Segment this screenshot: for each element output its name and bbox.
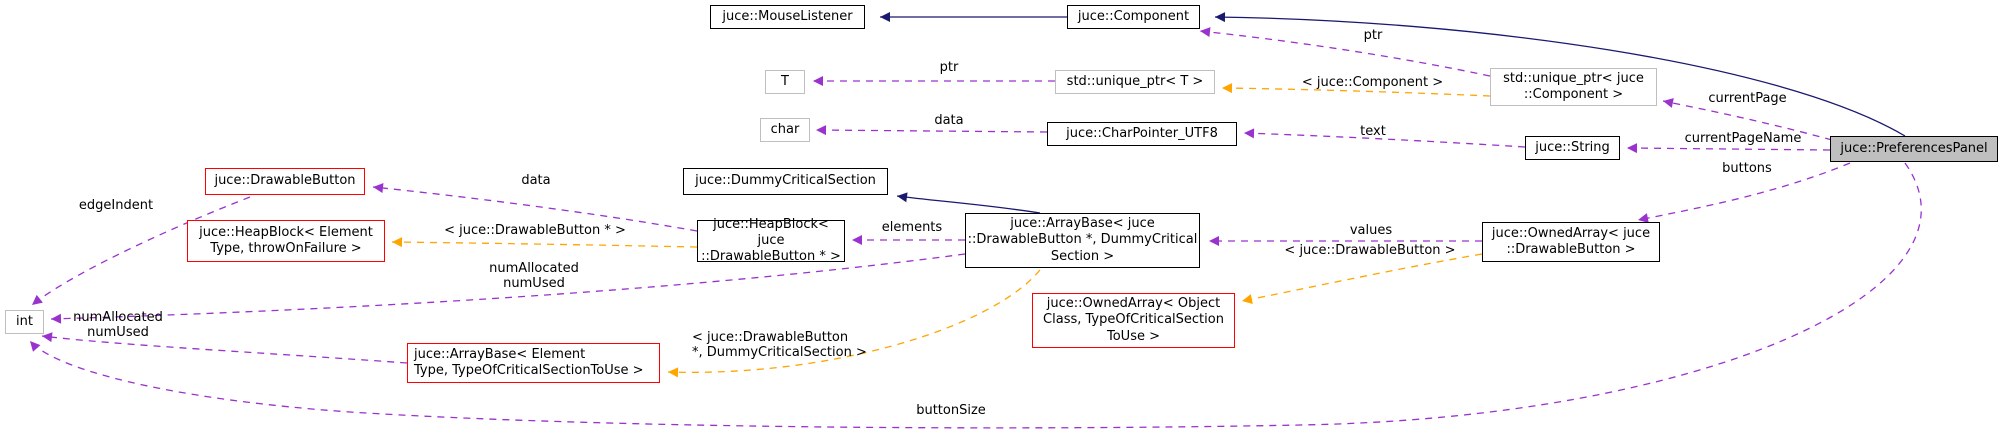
- edge-member-edgeindent-int: [31, 196, 251, 306]
- edge-inherit-arraybase-dummycriticalsection: [896, 192, 1041, 214]
- edge-member-buttonsize-int: [29, 162, 1922, 429]
- label-data-drawablebutton: data: [521, 173, 551, 188]
- edge-member-numallocated-int-mid: [50, 253, 966, 324]
- node-heapblock-elementtype[interactable]: juce::HeapBlock< Element Type, throwOnFa…: [187, 220, 385, 262]
- edge-template-ownedarray: [1241, 253, 1483, 304]
- label-buttons: buttons: [1722, 161, 1772, 176]
- edge-template-uniqueptr-component: [1221, 83, 1491, 97]
- node-unique-ptr-component[interactable]: std::unique_ptr< juce ::Component >: [1490, 68, 1657, 106]
- node-t[interactable]: T: [765, 70, 805, 94]
- label-currentpagename: currentPageName: [1684, 131, 1802, 146]
- label-ptr-mid: ptr: [939, 60, 959, 75]
- node-heapblock-drawablebutton[interactable]: juce::HeapBlock< juce ::DrawableButton *…: [697, 217, 845, 264]
- label-elements: elements: [881, 220, 943, 235]
- edge-member-data-char: [815, 125, 1048, 136]
- node-unique-ptr-t[interactable]: std::unique_ptr< T >: [1055, 70, 1215, 94]
- node-drawable-button[interactable]: juce::DrawableButton: [205, 168, 365, 195]
- edge-member-ptr-component: [1199, 27, 1491, 77]
- node-string[interactable]: juce::String: [1525, 136, 1620, 160]
- node-dummy-critical-section[interactable]: juce::DummyCriticalSection: [683, 168, 888, 195]
- node-mouse-listener[interactable]: juce::MouseListener: [710, 5, 865, 29]
- label-template-drawablebutton-ptr: < juce::DrawableButton * >: [444, 223, 626, 238]
- label-template-drawablebutton: < juce::DrawableButton >: [1284, 243, 1456, 258]
- node-component[interactable]: juce::Component: [1067, 5, 1200, 29]
- label-numallocated-mid: numAllocated numUsed: [489, 261, 579, 291]
- label-numallocated-left: numAllocated numUsed: [73, 310, 163, 340]
- node-char[interactable]: char: [760, 118, 810, 142]
- node-arraybase-elementtype[interactable]: juce::ArrayBase< Element Type, TypeOfCri…: [407, 343, 660, 383]
- edge-inherit-preferencespanel-component: [1214, 12, 1906, 137]
- label-template-component: < juce::Component >: [1301, 75, 1444, 90]
- edge-member-numallocated-int-left: [41, 332, 408, 364]
- node-charpointer-utf8[interactable]: juce::CharPointer_UTF8: [1047, 122, 1237, 146]
- label-text: text: [1360, 124, 1386, 139]
- node-int[interactable]: int: [5, 310, 44, 334]
- edge-template-heapblock: [391, 237, 698, 248]
- label-template-arraybase: < juce::DrawableButton *, DummyCriticalS…: [692, 330, 867, 360]
- label-values: values: [1349, 223, 1393, 238]
- node-preferences-panel[interactable]: juce::PreferencesPanel: [1830, 136, 1998, 162]
- node-ownedarray-objectclass[interactable]: juce::OwnedArray< Object Class, TypeOfCr…: [1032, 293, 1235, 348]
- node-arraybase-drawablebutton[interactable]: juce::ArrayBase< juce ::DrawableButton *…: [965, 213, 1200, 268]
- edge-member-text-charpointer: [1243, 128, 1526, 148]
- edge-member-buttons-ownedarray: [1637, 162, 1851, 224]
- edge-member-currentpage-uniqueptr: [1662, 98, 1833, 141]
- label-data-char: data: [934, 113, 964, 128]
- label-ptr-top: ptr: [1363, 28, 1383, 43]
- edge-member-currentpagename-string: [1626, 143, 1831, 154]
- label-edgeindent: edgeIndent: [78, 198, 154, 213]
- label-currentpage: currentPage: [1708, 91, 1787, 106]
- node-ownedarray-drawablebutton[interactable]: juce::OwnedArray< juce ::DrawableButton …: [1482, 222, 1660, 262]
- edge-member-data-drawablebutton: [372, 183, 698, 232]
- edge-template-arraybase: [667, 269, 1041, 378]
- label-buttonsize: buttonSize: [916, 403, 986, 418]
